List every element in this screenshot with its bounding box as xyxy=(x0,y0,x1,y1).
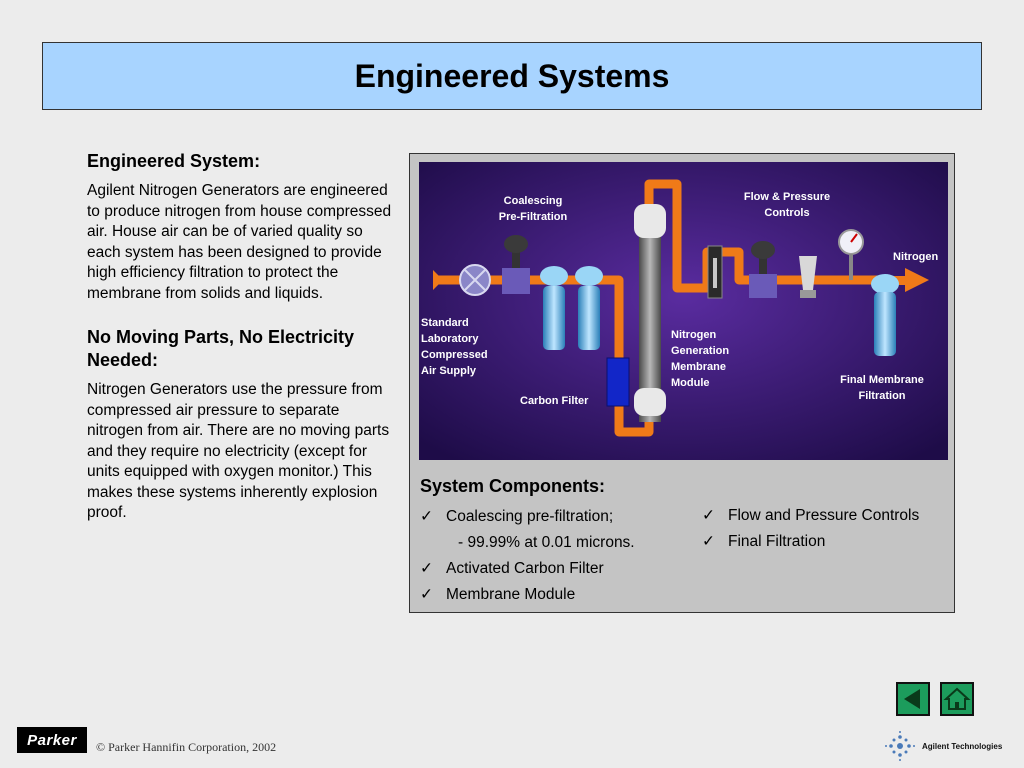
gauge-needle xyxy=(850,233,858,243)
list-item-label: Activated Carbon Filter xyxy=(446,560,604,577)
checkmark-icon: ✓ xyxy=(702,507,715,524)
list-item: ✓ Activated Carbon Filter xyxy=(420,556,635,582)
diagram-svg: Coalescing Pre-Filtration Flow & Pressur… xyxy=(419,162,948,460)
regulator-2-stem xyxy=(759,258,767,274)
list-item: ✓ Flow and Pressure Controls xyxy=(702,503,919,529)
check-valve-icon xyxy=(799,256,817,290)
label-flow-2: Controls xyxy=(764,207,809,219)
label-final-1: Final Membrane xyxy=(840,374,924,386)
list-item: - 99.99% at 0.01 microns. xyxy=(420,530,635,556)
checkmark-icon: ✓ xyxy=(420,586,433,603)
paragraph-engineered-system: Agilent Nitrogen Generators are engineer… xyxy=(87,182,392,302)
label-supply-2: Laboratory xyxy=(421,333,479,345)
system-panel: Coalescing Pre-Filtration Flow & Pressur… xyxy=(409,153,955,613)
checkmark-icon: ✓ xyxy=(420,508,433,525)
components-list-right: ✓ Flow and Pressure Controls ✓ Final Filtr… xyxy=(702,503,919,555)
components-title: System Components: xyxy=(420,476,606,496)
label-module-2: Generation xyxy=(671,345,729,357)
label-coalescing-1: Coalescing xyxy=(504,195,563,207)
agilent-logo: Agilent Technologies xyxy=(884,730,1002,762)
list-item-label: Final Filtration xyxy=(728,533,826,550)
check-valve-base xyxy=(800,290,816,298)
list-item: ✓ Coalescing pre-filtration; xyxy=(420,504,635,530)
list-item: ✓ Final Filtration xyxy=(702,529,919,555)
label-module-3: Membrane xyxy=(671,361,726,373)
nitrogen-outlet-arrow xyxy=(905,268,929,292)
label-coalescing-2: Pre-Filtration xyxy=(499,211,568,223)
list-item-label: Coalescing pre-filtration; xyxy=(446,508,614,525)
system-diagram: Coalescing Pre-Filtration Flow & Pressur… xyxy=(419,162,948,460)
membrane-module xyxy=(634,204,666,422)
label-supply-4: Air Supply xyxy=(421,365,477,377)
list-item-label: Membrane Module xyxy=(446,586,576,603)
regulator-2-knob-icon xyxy=(751,241,775,259)
carbon-filter-cartridge xyxy=(606,357,630,407)
diagram-labels: Coalescing Pre-Filtration Flow & Pressur… xyxy=(421,191,939,407)
flowmeter-gauge xyxy=(713,258,717,288)
checkmark-icon: ✓ xyxy=(420,560,433,577)
home-icon xyxy=(943,687,971,710)
paragraph-no-moving-parts: Nitrogen Generators use the pressure fro… xyxy=(87,381,390,521)
heading-engineered-system: Engineered System: xyxy=(87,151,261,171)
agilent-spark-icon xyxy=(885,731,915,761)
label-final-2: Filtration xyxy=(858,390,905,402)
label-module-4: Module xyxy=(671,377,710,389)
home-button[interactable] xyxy=(940,682,974,716)
page-title: Engineered Systems xyxy=(354,57,670,94)
valve-cross xyxy=(464,269,486,291)
heading-no-moving-parts: No Moving Parts, No Electricity Needed: xyxy=(87,327,355,370)
gauge-stem xyxy=(849,254,853,280)
list-item-label: Flow and Pressure Controls xyxy=(728,507,920,524)
title-banner: Engineered Systems xyxy=(42,42,982,110)
list-item: ✓ Membrane Module xyxy=(420,582,635,608)
coalescing-filter-2 xyxy=(575,266,603,350)
label-supply-1: Standard xyxy=(421,317,469,329)
description-column: Engineered System: Agilent Nitrogen Gene… xyxy=(87,150,397,546)
regulator-knob-icon xyxy=(504,235,528,253)
regulator-2-body xyxy=(749,274,777,298)
previous-slide-button[interactable] xyxy=(896,682,930,716)
parker-logo: Parker xyxy=(17,727,87,753)
label-flow-1: Flow & Pressure xyxy=(744,191,830,203)
checkmark-icon: ✓ xyxy=(702,533,715,550)
final-membrane-filter xyxy=(871,274,899,356)
components-list-left: ✓ Coalescing pre-filtration; - 99.99% at … xyxy=(420,504,635,608)
copyright-text: © Parker Hannifin Corporation, 2002 xyxy=(96,740,277,754)
regulator-stem xyxy=(512,250,520,268)
agilent-wordmark: Agilent Technologies xyxy=(922,741,1003,751)
label-nitrogen: Nitrogen xyxy=(893,251,939,263)
diagram-background xyxy=(419,162,948,460)
label-module-1: Nitrogen xyxy=(671,329,717,341)
label-supply-3: Compressed xyxy=(421,349,488,361)
list-item-label: - 99.99% at 0.01 microns. xyxy=(458,534,635,551)
coalescing-filter-1 xyxy=(540,266,568,350)
regulator-body xyxy=(502,268,530,294)
back-arrow-icon xyxy=(904,689,920,709)
inlet-arrow xyxy=(433,270,443,290)
label-carbon-filter: Carbon Filter xyxy=(520,395,589,407)
